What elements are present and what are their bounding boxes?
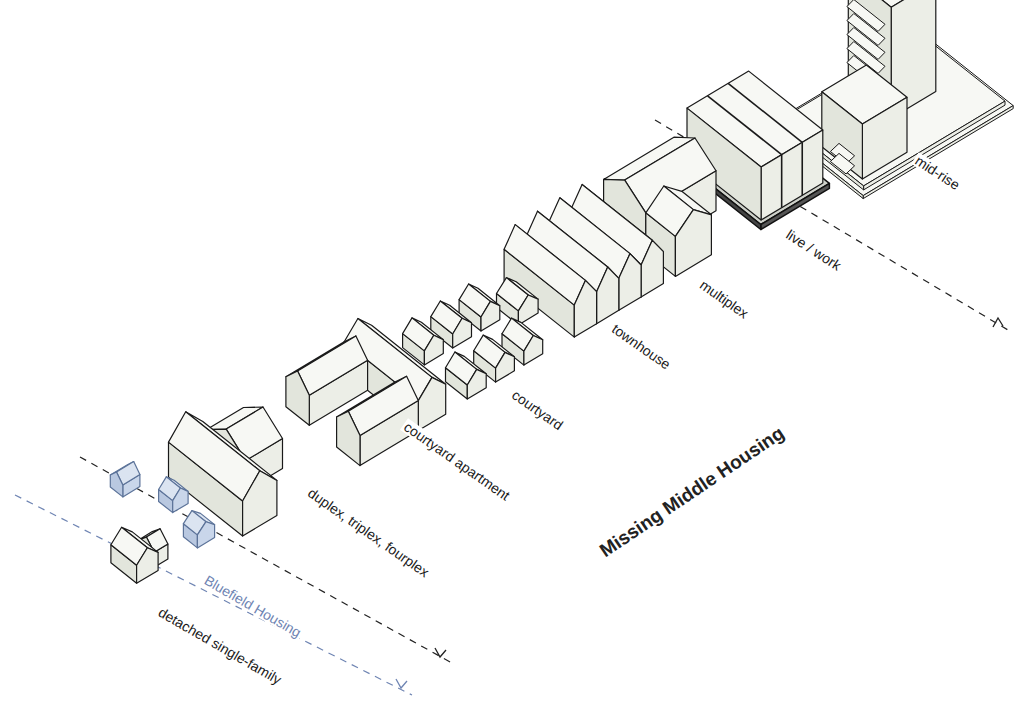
range-chevron — [396, 679, 407, 688]
housing-type-label: multiplex — [696, 276, 753, 321]
building-face — [830, 153, 854, 174]
diagram-heading-label: Missing Middle Housing — [595, 421, 789, 561]
building-face — [822, 92, 863, 179]
housing-type-label: townhouse — [608, 320, 675, 373]
housing-type-label: courtyard — [508, 386, 567, 433]
building-face — [418, 377, 445, 430]
range-chevron — [993, 318, 1003, 327]
housing-type-label: live / work — [782, 226, 845, 274]
building-face — [173, 488, 188, 513]
building-face — [298, 336, 368, 395]
building-edge — [708, 96, 782, 155]
building-face — [481, 301, 500, 331]
building-edge — [801, 142, 803, 195]
building-face — [518, 295, 538, 325]
housing-type-label: duplex, triplex, fourplex — [304, 484, 433, 580]
building-face — [286, 371, 309, 425]
building-face — [597, 267, 619, 324]
building-edge — [728, 83, 802, 142]
building-face — [110, 472, 123, 497]
range-chevron — [435, 648, 446, 657]
building-face — [641, 240, 663, 297]
building-face — [675, 210, 711, 277]
building-face — [453, 318, 472, 348]
building-face — [243, 471, 277, 536]
building-face — [467, 369, 486, 399]
housing-type-label: Bluefield Housing — [201, 572, 306, 641]
building-face — [197, 522, 214, 548]
building-face — [496, 352, 515, 382]
building-face — [524, 336, 543, 366]
housing-type-label: courtyard apartment — [400, 418, 514, 504]
building-face — [761, 130, 823, 220]
building-face — [337, 411, 360, 465]
housing-type-label: mid-rise — [911, 152, 964, 193]
building-face — [619, 254, 641, 311]
divider-line — [80, 457, 452, 663]
building-face — [574, 280, 596, 337]
building-face — [424, 335, 443, 365]
building-edge — [781, 155, 783, 208]
building-face — [862, 97, 907, 179]
building-face — [847, 0, 885, 31]
building-face — [137, 548, 159, 583]
